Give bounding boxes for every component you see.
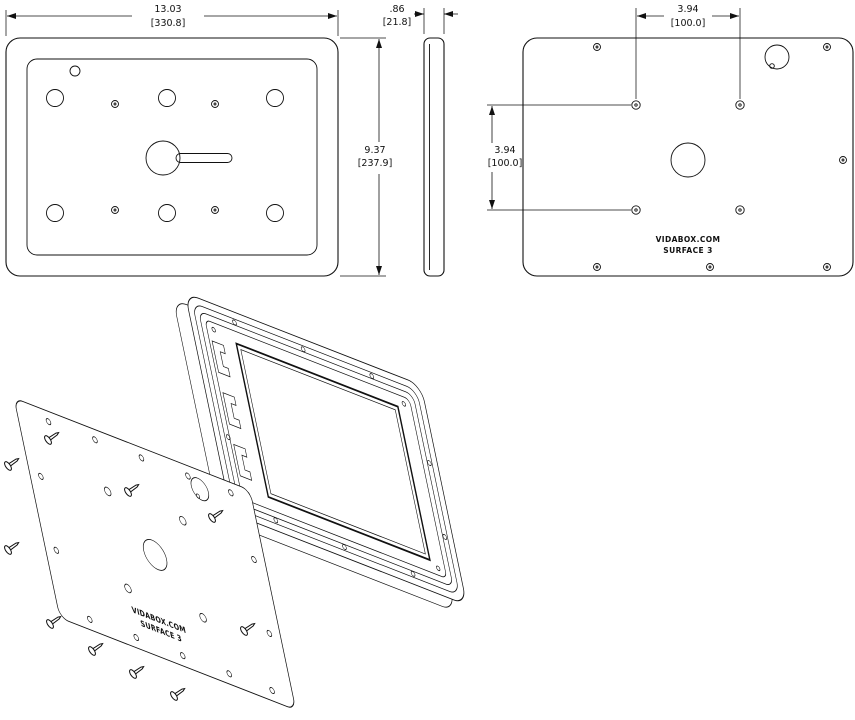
front-view: 13.03 [330.8] 9.37 [237.9]: [5, 4, 393, 277]
dim-front-width: 13.03 [330.8]: [5, 4, 339, 36]
dim-front-height-mm: [237.9]: [358, 158, 393, 169]
front-center-hole: [145, 140, 181, 176]
side-outline: [423, 37, 445, 277]
back-brand-line2: SURFACE 3: [663, 246, 712, 255]
iso-frame-clips: [211, 340, 253, 481]
front-mount-holes: [46, 65, 284, 222]
back-view: 3.94 [100.0] 3.94 [100.0] VIDABOX.COM SU…: [487, 4, 854, 277]
front-inner-outline: [26, 58, 318, 256]
front-outer-outline: [5, 37, 339, 277]
iso-frame: [175, 296, 465, 608]
exploded-view: VIDABOX.COM SURFACE 3: [2, 296, 465, 708]
dim-side-thickness-in: .86: [389, 4, 404, 15]
dim-front-width-in: 13.03: [154, 4, 181, 15]
back-center-hole: [670, 142, 706, 178]
iso-frame-lip-holes: [225, 319, 448, 577]
dim-front-height: 9.37 [237.9]: [340, 37, 393, 277]
back-access-pin-hole: [769, 63, 775, 69]
dim-vesa-width-mm: [100.0]: [671, 18, 706, 29]
back-brand-line1: VIDABOX.COM: [656, 235, 721, 244]
iso-plate-outline: [15, 400, 295, 708]
iso-frame-outer: [187, 296, 465, 602]
back-access-hole: [764, 44, 790, 70]
dim-vesa-height-in: 3.94: [494, 145, 515, 156]
dim-vesa-height: 3.94 [100.0]: [487, 104, 631, 211]
iso-screen-opening: [235, 342, 431, 562]
iso-screen-opening-inner: [240, 349, 426, 555]
iso-plate-pin-hole: [195, 493, 201, 499]
front-keyhole-slot: [175, 153, 233, 163]
side-view: .86 [21.8]: [383, 4, 458, 277]
dim-vesa-height-mm: [100.0]: [488, 158, 523, 169]
back-outline: [522, 37, 854, 277]
iso-frame-lip1: [194, 305, 458, 593]
dim-side-thickness-mm: [21.8]: [383, 17, 412, 28]
dim-vesa-width-in: 3.94: [677, 4, 698, 15]
iso-plate-center-hole: [142, 539, 168, 571]
dim-front-height-in: 9.37: [364, 145, 385, 156]
iso-back-plate: VIDABOX.COM SURFACE 3: [15, 400, 295, 708]
iso-plate-vesa-holes: [104, 486, 207, 623]
vesa-holes: [631, 100, 745, 215]
dim-front-width-mm: [330.8]: [151, 18, 186, 29]
dim-side-thickness: .86 [21.8]: [383, 4, 458, 34]
back-perimeter-screw-holes: [593, 43, 847, 271]
iso-plate-access-hole: [190, 477, 210, 502]
dim-vesa-width: 3.94 [100.0]: [635, 4, 741, 99]
iso-frame-recess: [205, 320, 447, 578]
iso-frame-lip2: [199, 312, 452, 585]
iso-plate-perimeter-holes: [38, 418, 275, 695]
